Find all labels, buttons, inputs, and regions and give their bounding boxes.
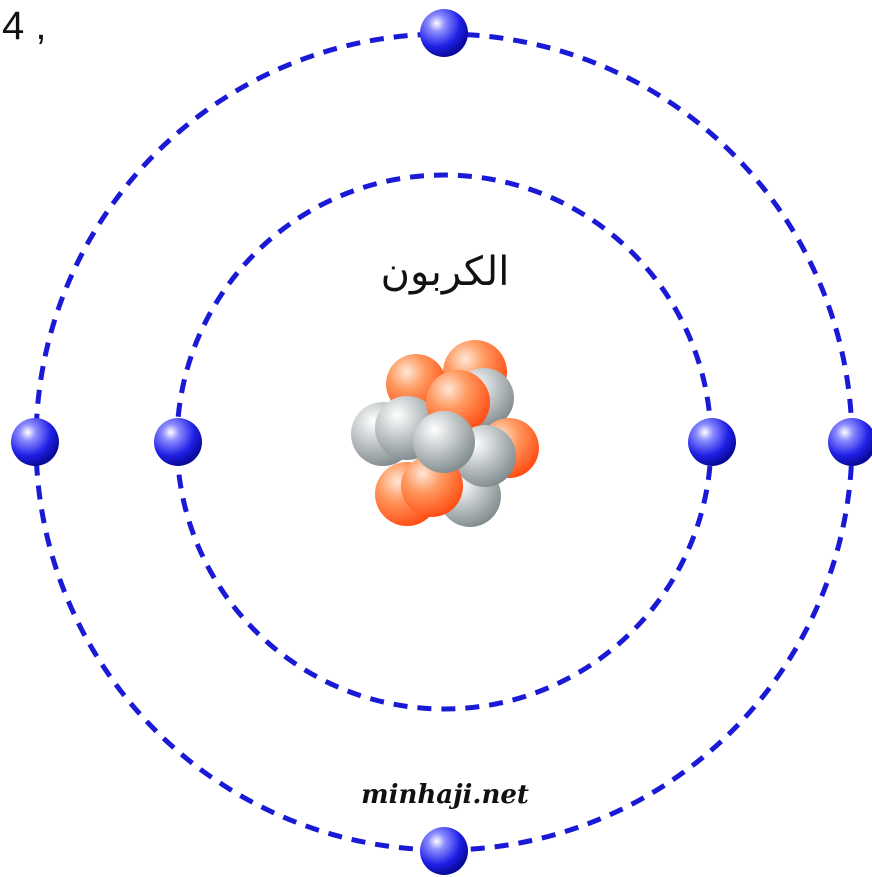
electron-inner-right (688, 418, 736, 466)
electron-outer-top (420, 9, 468, 57)
corner-label: 4 , (2, 4, 47, 48)
electron-outer-left (11, 418, 59, 466)
watermark: minhaji.net (361, 780, 529, 810)
neutron (413, 411, 475, 473)
electron-outer-bottom (420, 827, 468, 875)
nucleus (351, 340, 539, 527)
electron-inner-left (154, 418, 202, 466)
element-name-label: الكربون (380, 249, 510, 295)
electron-outer-right (828, 418, 872, 466)
